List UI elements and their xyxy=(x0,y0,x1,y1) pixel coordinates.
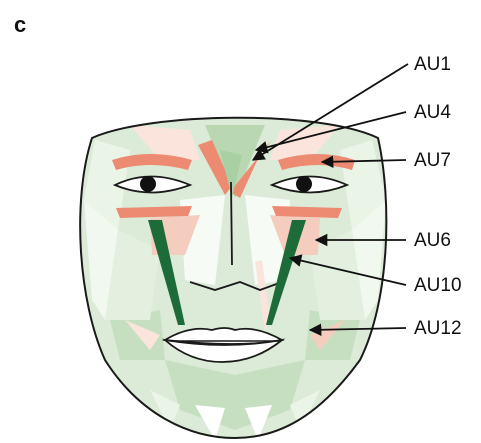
au6-label: AU6 xyxy=(414,230,451,251)
au7-label: AU7 xyxy=(414,150,451,171)
nose-bridge xyxy=(231,182,232,265)
right-lower-lid-au6 xyxy=(272,206,342,218)
au4-label: AU4 xyxy=(414,102,451,123)
au10-label: AU10 xyxy=(414,275,462,296)
au1-label: AU1 xyxy=(414,54,451,75)
left-pupil xyxy=(140,176,156,192)
annotation-labels: AU1 AU4 AU7 AU6 AU10 AU12 xyxy=(414,54,462,339)
left-lower-lid-au6 xyxy=(116,206,192,218)
right-pupil xyxy=(296,176,312,192)
au12-label: AU12 xyxy=(414,318,462,339)
panel-label: c xyxy=(14,12,26,37)
